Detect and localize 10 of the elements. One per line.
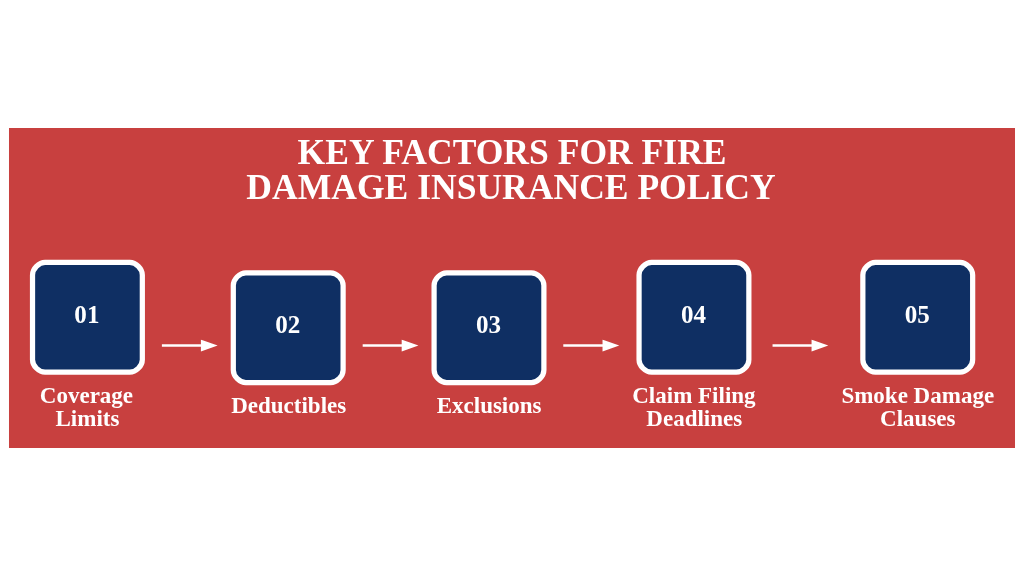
node-label: Exclusions xyxy=(436,393,542,419)
arrow xyxy=(362,339,419,352)
node-label: Claim Filing Deadlines xyxy=(632,382,756,431)
node-label: Smoke Damage Clauses xyxy=(841,382,995,431)
node-label: Coverage Limits xyxy=(39,382,134,431)
arrow xyxy=(161,339,218,352)
arrow xyxy=(563,339,620,352)
arrow xyxy=(772,339,829,352)
diagram-title: KEY FACTORS FOR FIRE DAMAGE INSURANCE POLICY xyxy=(246,131,776,208)
node-label: Deductibles xyxy=(231,393,347,419)
